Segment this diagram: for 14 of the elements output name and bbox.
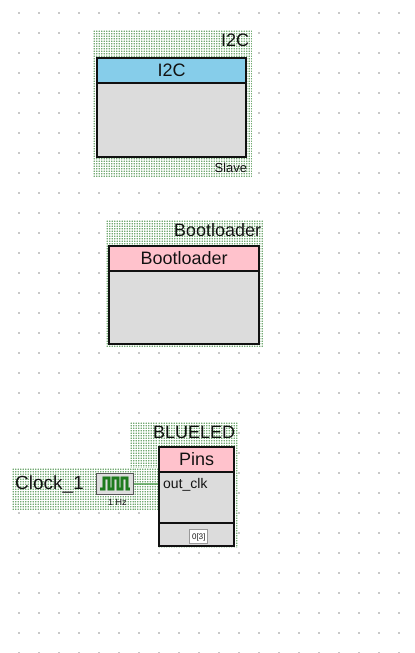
component-symbol [93,30,252,178]
component-header: Pins [160,448,233,473]
instance-name: Bootloader [174,220,261,240]
pin-index-label: 0[3] [189,529,208,544]
wire [134,483,158,485]
instance-name: Clock_1 [15,473,84,495]
component-header: I2C [98,59,245,84]
component-symbol [106,220,264,348]
variant-label: Slave [214,160,247,175]
instance-name: I2C [220,30,249,50]
instance-name: BLUELED [152,422,235,442]
component-header: Bootloader [110,247,258,272]
clock-component [12,468,134,510]
terminal-name: out_clk [163,475,208,491]
